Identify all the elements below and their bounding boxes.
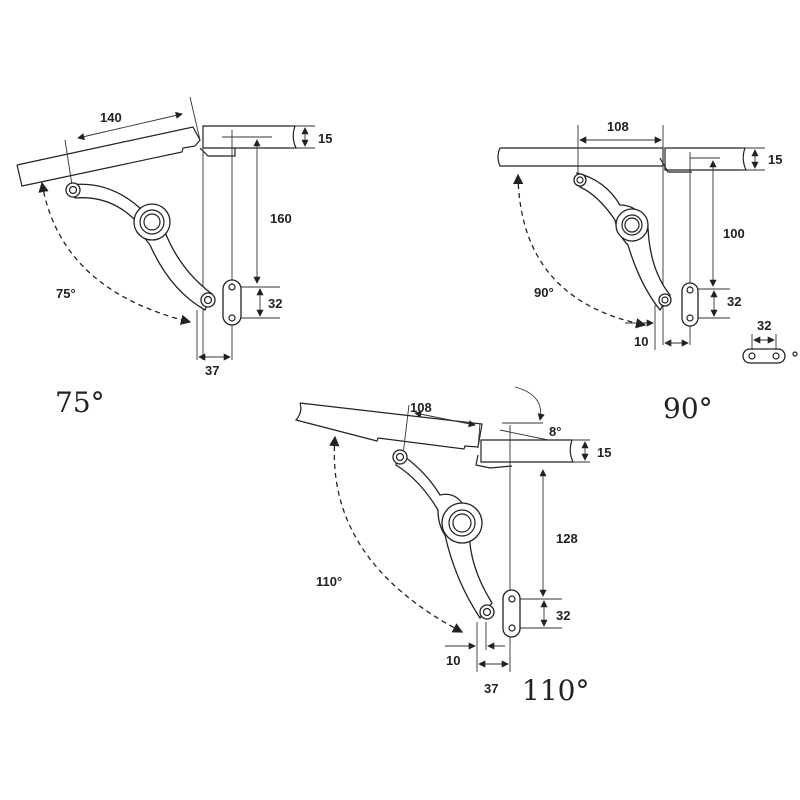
cabinet-panel: [475, 439, 574, 469]
diagram-75-degree: 140 15 160 32 37 75° 75°: [16, 96, 332, 419]
angle-label: 110°: [316, 574, 342, 589]
top-pivot: [65, 182, 81, 198]
dim-32: 32: [556, 608, 570, 623]
door-panel: [497, 147, 664, 167]
cabinet-panel: [199, 125, 297, 157]
dim-10: 10: [446, 653, 460, 668]
bottom-pivot: [479, 604, 495, 620]
top-pivot: [573, 173, 587, 187]
angle-label: 75°: [56, 286, 76, 301]
diagram-title: 75°: [55, 386, 105, 419]
diagram-110-degree: 108 8° 15 128 32 10 37 110° 110°: [294, 386, 611, 707]
diagram-title: 110°: [522, 674, 589, 707]
dim-160: 160: [270, 211, 292, 226]
swing-arc: [38, 181, 192, 325]
dim-10: 10: [634, 334, 648, 349]
mounting-plate: [502, 589, 521, 638]
dim-32: 32: [727, 294, 741, 309]
center-pivot: [133, 203, 171, 241]
hinge-arm: [69, 183, 213, 311]
dim-108: 108: [607, 119, 629, 134]
door-panel: [16, 126, 201, 187]
dim-15: 15: [768, 152, 782, 167]
swing-arc: [512, 173, 647, 329]
cabinet-panel: [659, 147, 747, 173]
dim-140: 140: [100, 110, 122, 125]
swing-arc: [329, 435, 464, 633]
door-panel: [294, 402, 483, 450]
mounting-plate: [681, 282, 699, 327]
dim-108: 108: [410, 400, 432, 415]
dim-plate-32: 32: [757, 318, 771, 333]
dim-100: 100: [723, 226, 745, 241]
dim-37: 37: [484, 681, 498, 696]
diagram-title: 90°: [663, 392, 713, 425]
bottom-pivot: [658, 293, 672, 307]
dim-128: 128: [556, 531, 578, 546]
diagram-90-degree: 108 15 100 32 10 32 90° 90°: [497, 119, 798, 425]
center-pivot: [615, 208, 649, 242]
dim-37: 37: [205, 363, 219, 378]
dim-8-degree: 8°: [549, 424, 561, 439]
dim-15: 15: [597, 445, 611, 460]
top-pivot: [392, 449, 408, 465]
mounting-plate: [222, 279, 242, 326]
angle-label: 90°: [534, 285, 554, 300]
hinge-arm: [576, 172, 671, 312]
bottom-pivot: [200, 292, 216, 308]
dim-32: 32: [268, 296, 282, 311]
dim-15: 15: [318, 131, 332, 146]
center-pivot: [441, 502, 483, 544]
mounting-plate-detail: [742, 334, 798, 364]
